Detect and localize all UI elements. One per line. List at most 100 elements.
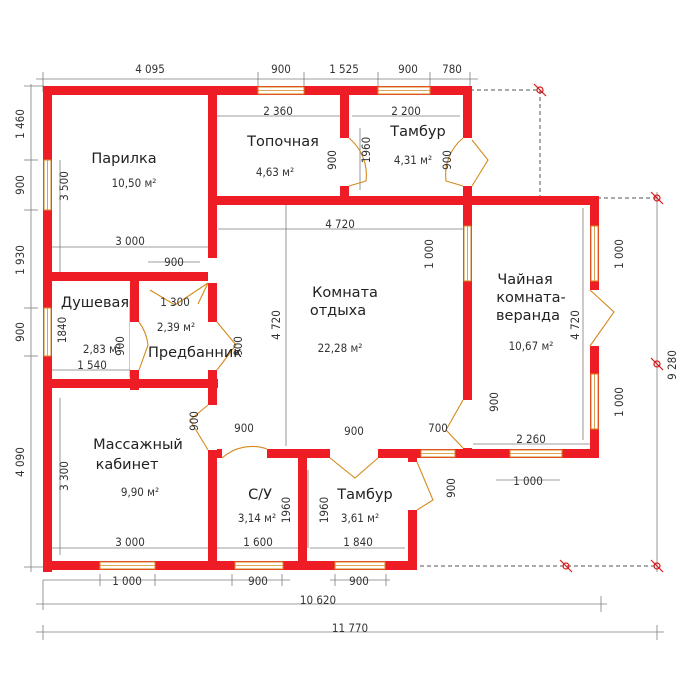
reference-lines	[420, 83, 664, 573]
dim-label: 1960	[317, 497, 331, 523]
window	[509, 449, 563, 458]
window	[377, 86, 431, 95]
dim-label: 900	[398, 62, 418, 76]
windows	[43, 86, 599, 570]
dim-label: 4 095	[135, 62, 165, 76]
room-area-su: 3,14 м²	[238, 511, 276, 525]
dim-label: 900	[113, 336, 127, 356]
dim-label: 9 280	[665, 350, 679, 380]
wall-komnata-right	[463, 196, 472, 458]
dim-label: 4 720	[269, 310, 283, 340]
room-area-predbannik: 2,39 м²	[157, 320, 195, 334]
dim-label: 700	[428, 421, 448, 435]
wall-su-right	[298, 449, 307, 569]
dim-label: 3 000	[115, 234, 145, 248]
doors	[130, 137, 615, 511]
door	[130, 321, 149, 371]
dim-label: 1960	[359, 137, 373, 163]
room-area-parilka: 10,50 м²	[112, 176, 157, 190]
window	[590, 225, 599, 282]
dim-label: 900	[440, 150, 454, 170]
dim-label: 3 000	[115, 535, 145, 549]
reference-marker	[559, 559, 573, 573]
dim-label: 900	[271, 62, 291, 76]
dim-label: 900	[164, 255, 184, 269]
dim-label: 1840	[55, 317, 69, 343]
dim-label: 900	[487, 392, 501, 412]
door	[340, 137, 367, 187]
dim-label: 900	[13, 175, 27, 195]
door	[463, 139, 489, 187]
room-name-tambur-bottom: Тамбур	[336, 487, 392, 503]
room-name-chaynaya-line2: комната-	[496, 290, 566, 306]
window	[334, 561, 386, 570]
door	[149, 258, 217, 306]
dim-label: 1 525	[329, 62, 359, 76]
room-area-komnata: 22,28 м²	[318, 341, 363, 355]
dim-label: 1960	[279, 497, 293, 523]
room-name-massazh-line1: Массажный	[93, 437, 183, 453]
dim-label: 3 500	[57, 171, 71, 201]
dim-label: 1 930	[13, 245, 27, 275]
reference-marker	[650, 191, 664, 205]
dim-label: 900	[187, 411, 201, 431]
dimension-labels: 4 095 900 1 525 900 780 1 460 900 1 930 …	[13, 62, 679, 635]
door	[589, 289, 615, 347]
door	[221, 445, 268, 459]
room-labels: Парилка 10,50 м² Топочная 4,63 м² Тамбур…	[61, 124, 566, 525]
room-area-tambur-top: 4,31 м²	[394, 153, 432, 167]
room-name-komnata-line1: Комната	[312, 285, 378, 301]
room-area-dushevaya: 2,83 м²	[83, 342, 121, 356]
room-area-chaynaya: 10,67 м²	[509, 339, 554, 353]
room-name-parilka: Парилка	[91, 151, 156, 167]
door	[408, 461, 434, 511]
wall-veranda-top	[463, 196, 599, 205]
room-name-massazh-line2: кабинет	[96, 457, 159, 473]
wall-top	[43, 86, 471, 95]
window	[590, 373, 599, 430]
reference-marker	[650, 357, 664, 371]
dim-label: 1 300	[160, 295, 190, 309]
wall-komnata-top	[208, 196, 468, 205]
room-name-topochnaya: Топочная	[246, 134, 319, 150]
dim-label: 900	[444, 478, 458, 498]
room-name-komnata-line2: отдыха	[310, 303, 366, 319]
room-name-chaynaya-line1: Чайная	[497, 272, 552, 288]
room-name-tambur-top: Тамбур	[389, 124, 445, 140]
dim-label: 900	[234, 421, 254, 435]
dim-label: 900	[231, 336, 245, 356]
room-name-chaynaya-line3: веранда	[496, 308, 560, 324]
room-name-su: С/У	[248, 487, 272, 503]
dim-label: 2 360	[263, 104, 293, 118]
dim-label: 900	[349, 574, 369, 588]
window	[234, 561, 284, 570]
dim-label: 1 000	[112, 574, 142, 588]
dim-label: 780	[442, 62, 462, 76]
dim-label: 2 260	[516, 432, 546, 446]
dim-label: 1 600	[243, 535, 273, 549]
window	[43, 307, 52, 357]
room-area-tambur-bottom: 3,61 м²	[341, 511, 379, 525]
dim-label: 900	[13, 322, 27, 342]
door	[189, 404, 217, 451]
dim-label: 3 300	[57, 461, 71, 491]
window	[463, 225, 472, 282]
dim-label: 1 460	[13, 109, 27, 139]
dim-label: 900	[248, 574, 268, 588]
window	[99, 561, 156, 570]
window	[43, 159, 52, 211]
dim-label: 1 840	[343, 535, 373, 549]
wall-predbannik-bottom	[43, 379, 218, 388]
room-name-predbannik: Предбанник	[148, 345, 242, 361]
door	[445, 399, 472, 449]
dim-label: 900	[325, 150, 339, 170]
dim-label: 1 000	[612, 387, 626, 417]
dim-label: 1 000	[513, 474, 543, 488]
dim-label: 4 090	[13, 447, 27, 477]
dim-label: 11 770	[332, 621, 368, 635]
wall-massazh-right	[208, 379, 217, 569]
dim-label: 1 000	[422, 239, 436, 269]
dim-label: 2 200	[391, 104, 421, 118]
dim-label: 1 540	[77, 358, 107, 372]
